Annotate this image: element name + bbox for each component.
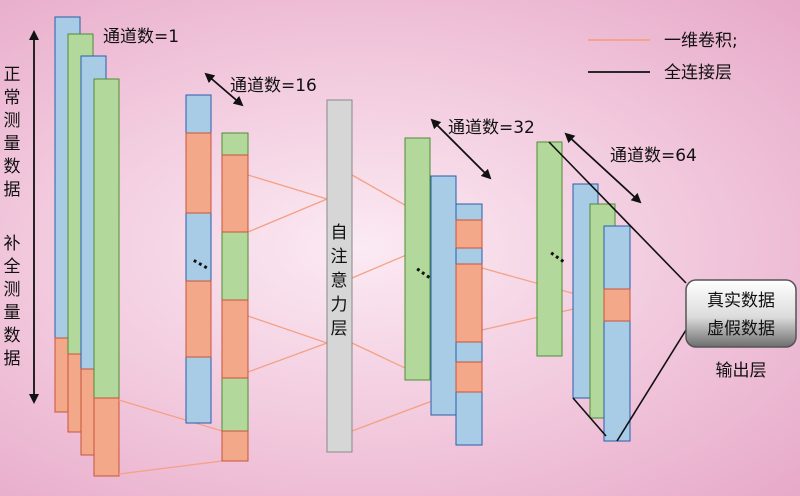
layer-32-stack (404, 137, 483, 446)
ch16-arrow (204, 72, 244, 107)
vertical-char: 据 (4, 180, 21, 200)
l32-front-orange-1 (455, 219, 483, 249)
ch64-arrow (564, 132, 642, 204)
ch64-label: 通道数=64 (610, 146, 697, 166)
vertical-char: 注 (331, 247, 348, 267)
vertical-char: 层 (331, 319, 348, 339)
l64-green-1 (536, 141, 563, 357)
vertical-char: 量 (4, 134, 21, 154)
l64-front-orange (603, 288, 631, 322)
ch32-label: 通道数=32 (448, 118, 535, 138)
l16-front-orange-1 (221, 154, 249, 233)
layer-16-stack (185, 94, 249, 462)
output-layer-label: 输出层 (716, 361, 767, 381)
dimension-arrows (29, 30, 642, 404)
vertical-char: 测 (4, 111, 21, 131)
output-box (685, 279, 797, 348)
vertical-char: 力 (331, 295, 348, 315)
attention-layer-box (326, 99, 353, 453)
l32-front-orange-2 (455, 263, 483, 343)
output-fake-label: 虚假数据 (707, 319, 775, 339)
vertical-char: 测 (4, 280, 21, 300)
vertical-char: 据 (4, 349, 21, 369)
l16-back-orange-2 (185, 280, 212, 358)
l32-blue (430, 175, 457, 416)
vertical-char: 补 (4, 234, 21, 254)
legend: 一维卷积; 全连接层 (588, 31, 738, 83)
ch32-arrow (430, 118, 492, 180)
vertical-char: 意 (331, 271, 348, 291)
l16-front-orange-2 (221, 299, 249, 379)
ch1-label: 通道数=1 (103, 27, 179, 47)
legend-conv-label: 一维卷积; (664, 31, 738, 51)
l32-green (404, 137, 431, 381)
vertical-char: 自 (331, 223, 348, 243)
input-stack (54, 16, 120, 477)
vertical-char: 量 (4, 303, 21, 323)
layer-64-stack (536, 141, 631, 442)
vertical-char: 常 (4, 88, 21, 108)
vertical-char: 正 (4, 65, 21, 85)
vertical-char: 数 (4, 157, 21, 177)
vertical-char: 数 (4, 326, 21, 346)
l32-front-orange-3 (455, 361, 483, 393)
legend-fc-label: 全连接层 (664, 63, 732, 83)
l16-back-orange-1 (185, 132, 212, 214)
ch16-label: 通道数=16 (230, 76, 317, 96)
l64-front-blue (603, 225, 631, 442)
input-green-segment-2 (93, 78, 120, 399)
input-orange-segment-4 (93, 397, 120, 477)
l16-front-orange-3 (221, 430, 249, 462)
vertical-char: 全 (4, 257, 21, 277)
output-real-label: 真实数据 (707, 291, 775, 311)
